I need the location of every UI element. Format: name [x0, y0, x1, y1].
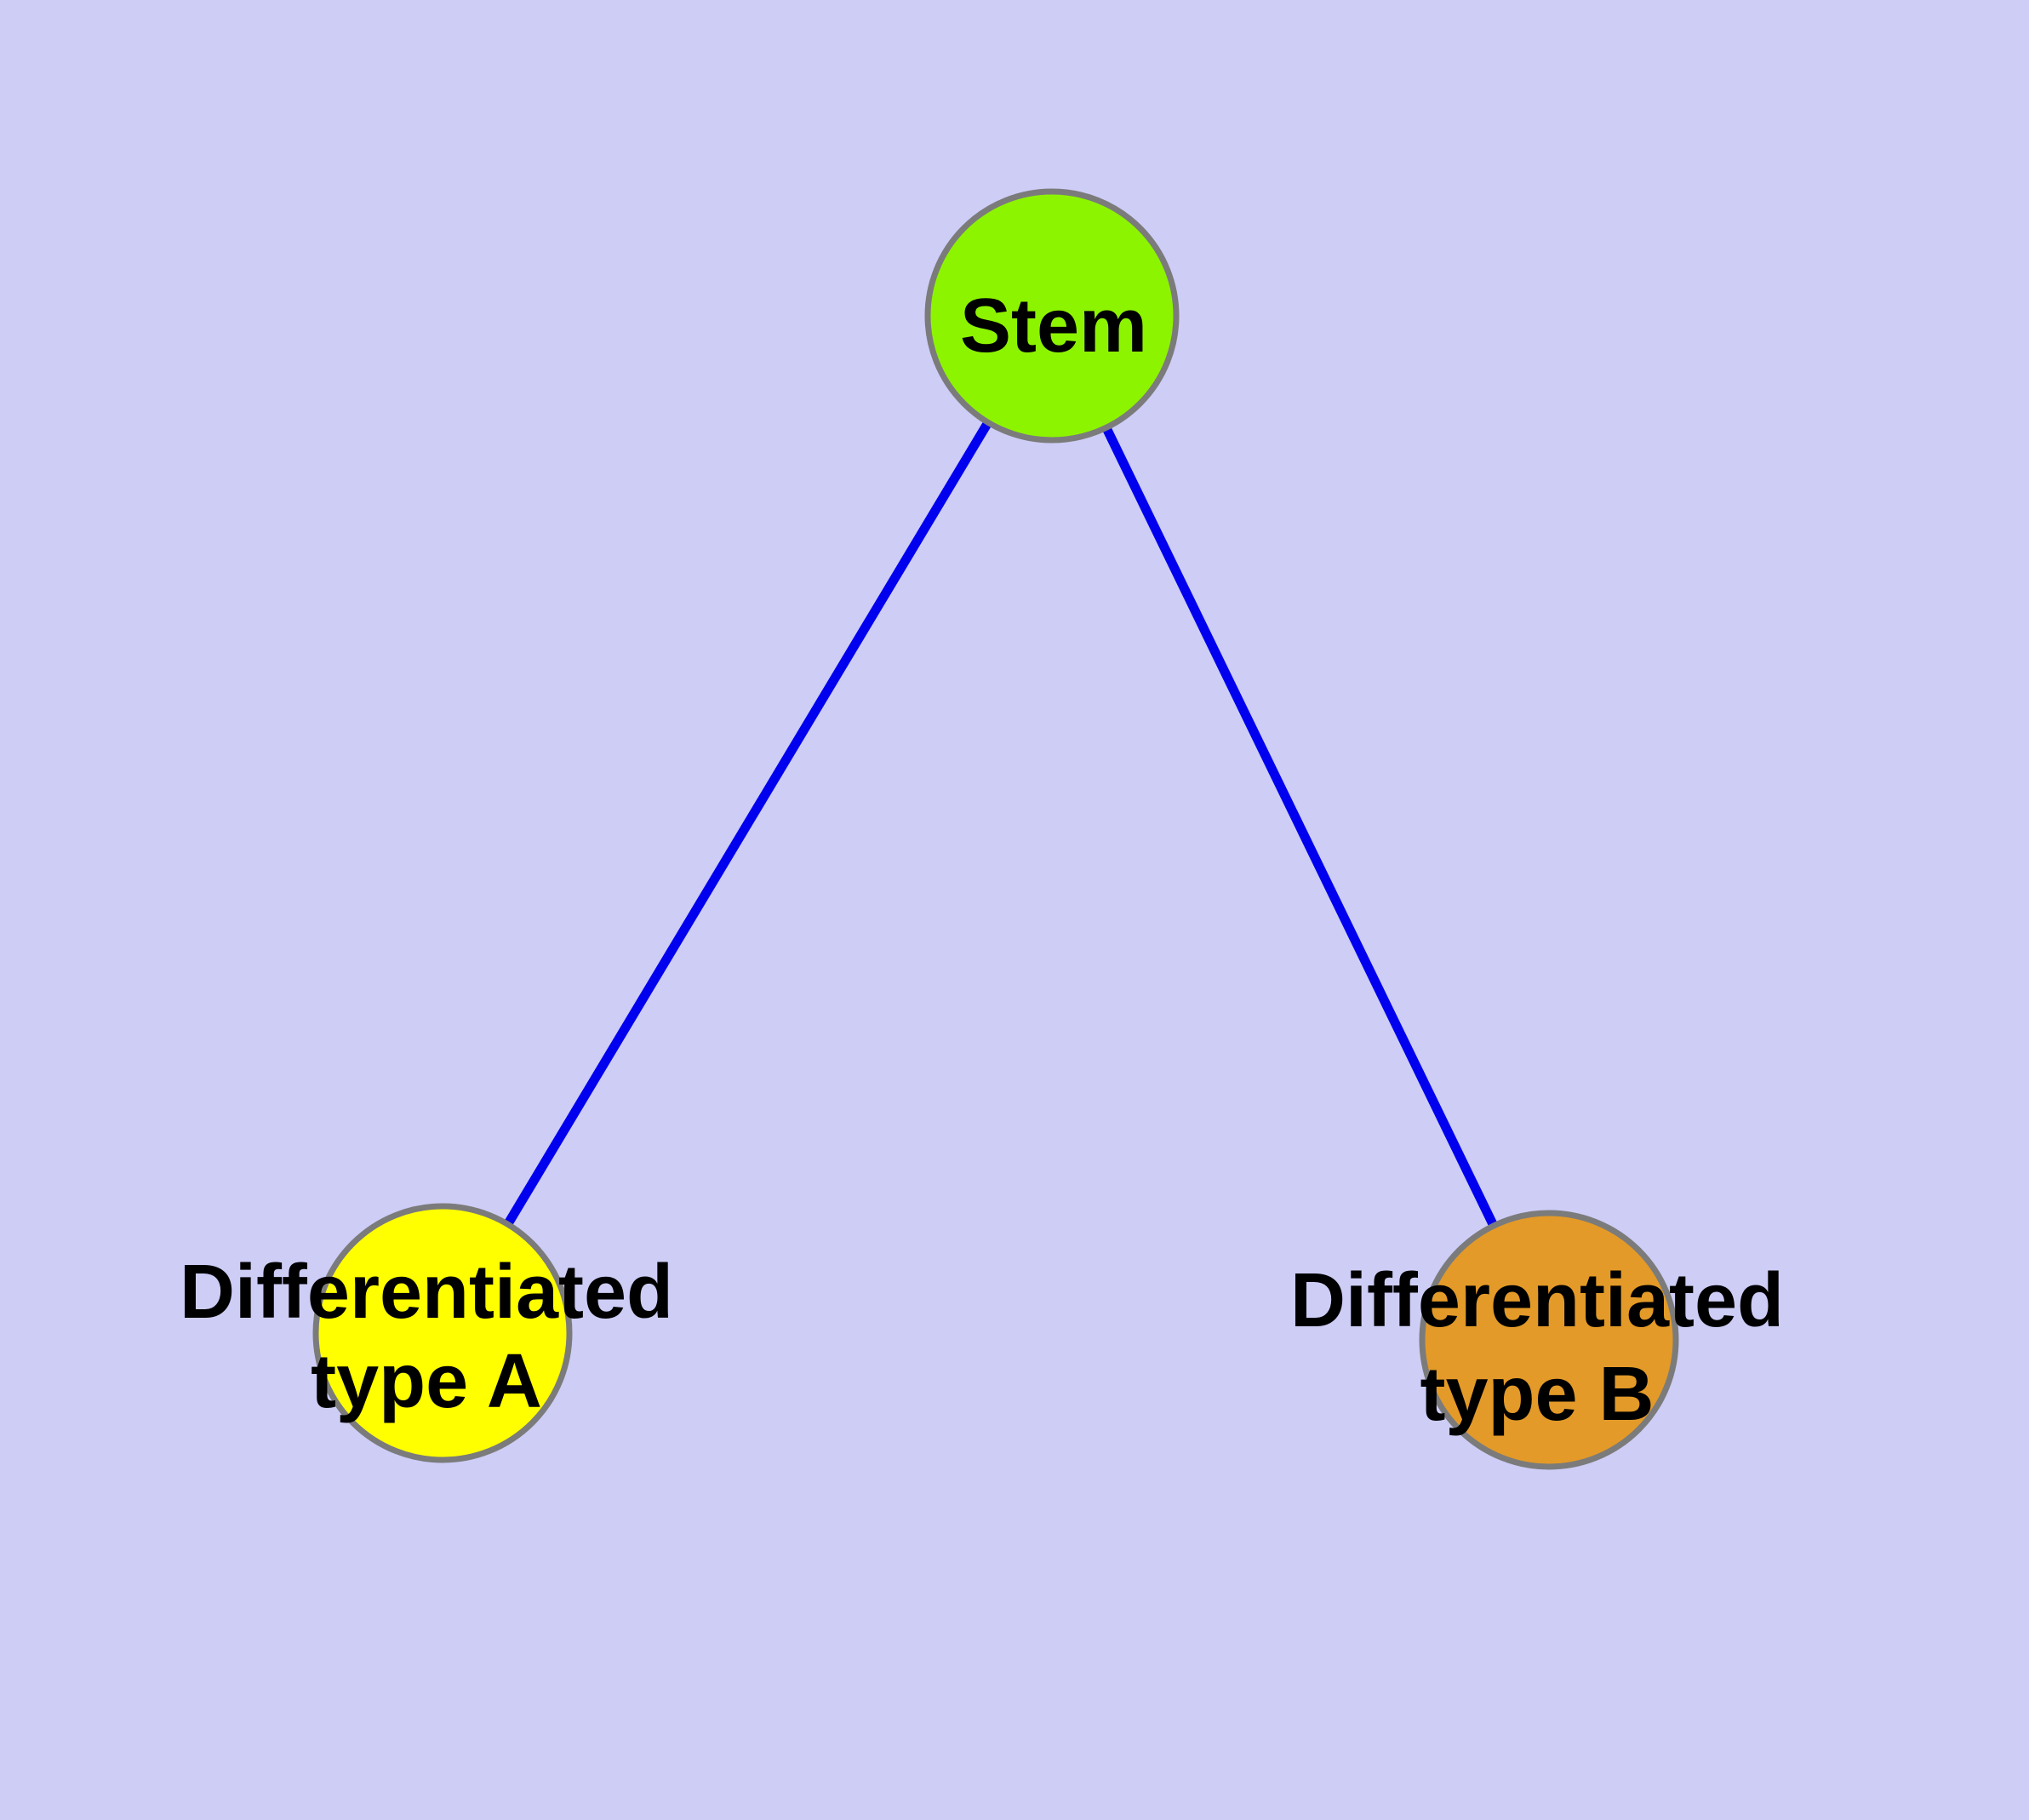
node-type-b-label-line2: type B — [1420, 1352, 1654, 1437]
node-type-a-label-line2: type A — [311, 1339, 542, 1424]
node-type-a-label-line1: Differentiated — [180, 1250, 673, 1335]
node-type-b-label-line1: Differentiated — [1290, 1258, 1784, 1343]
edge-stem-to-type-a — [438, 313, 1056, 1336]
edge-stem-to-type-b — [1048, 313, 1553, 1342]
node-type-b-circle — [1419, 1210, 1679, 1470]
node-stem-circle — [924, 188, 1180, 444]
node-type-a-circle — [312, 1203, 573, 1463]
node-stem-label: Stem — [960, 283, 1147, 369]
